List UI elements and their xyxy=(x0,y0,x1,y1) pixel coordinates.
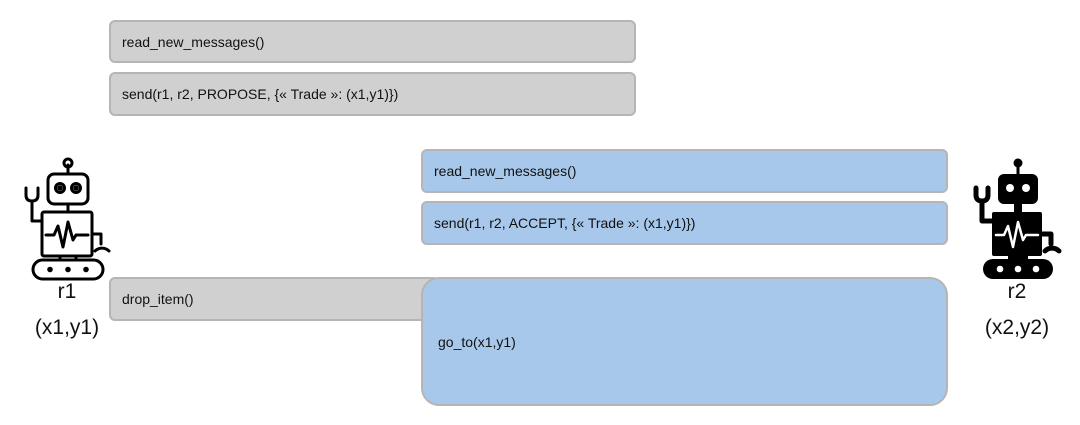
r2-coordinates: (x2,y2) xyxy=(984,316,1050,339)
r1-read-messages-label: read_new_messages() xyxy=(122,33,265,50)
r1-drop-item-label: drop_item() xyxy=(122,291,194,307)
r2-read-messages-label: read_new_messages() xyxy=(434,163,577,179)
r2-accept-box: send(r1, r2, ACCEPT, {« Trade »: (x1,y1)… xyxy=(421,201,948,245)
r2-read-messages-box: read_new_messages() xyxy=(421,149,948,193)
r1-name: r1 xyxy=(57,280,77,303)
r1-read-messages-box: read_new_messages() xyxy=(109,20,636,63)
r1-propose-label: send(r1, r2, PROPOSE, {« Trade »: (x1,y1… xyxy=(122,86,399,102)
r2-robot-icon xyxy=(973,158,1062,279)
r1-drop-item-box: drop_item() xyxy=(109,277,439,321)
r2-goto-box: go_to(x1,y1) xyxy=(421,277,948,406)
r1-robot-icon xyxy=(24,157,111,281)
r2-goto-label: go_to(x1,y1) xyxy=(438,333,516,350)
r1-coordinates: (x1,y1) xyxy=(34,316,100,339)
r1-propose-box: send(r1, r2, PROPOSE, {« Trade »: (x1,y1… xyxy=(109,72,636,116)
r2-accept-label: send(r1, r2, ACCEPT, {« Trade »: (x1,y1)… xyxy=(434,215,696,231)
r2-name: r2 xyxy=(1007,280,1027,303)
